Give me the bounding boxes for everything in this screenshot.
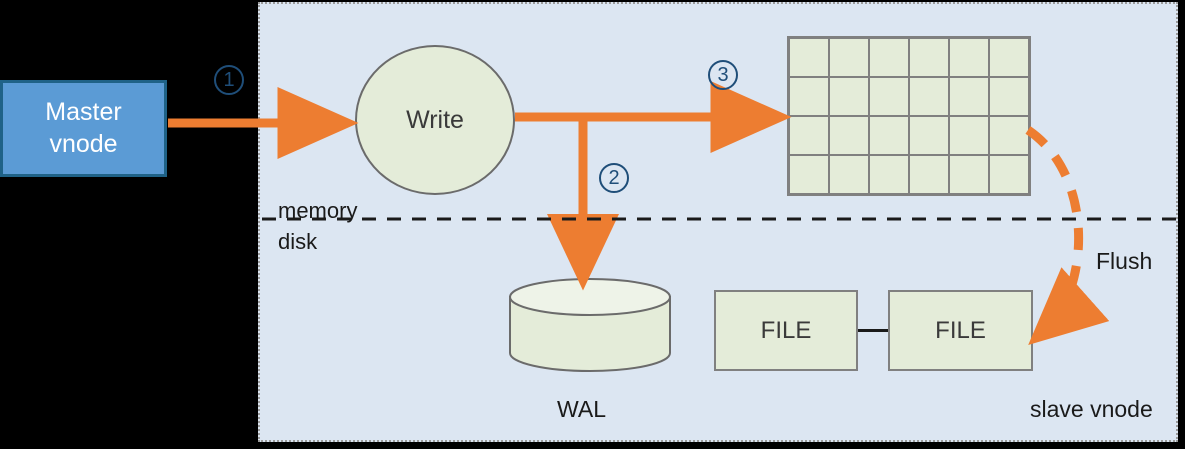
wal-cylinder-shape (509, 278, 671, 372)
step-badge-3: 3 (708, 60, 738, 90)
memtable-cell (910, 78, 948, 115)
memtable-cell (790, 117, 828, 154)
flush-label: Flush (1096, 248, 1153, 274)
memtable-cell (790, 39, 828, 76)
memtable-cell (990, 78, 1028, 115)
disk-label: disk (278, 229, 318, 254)
step-badge-1: 1 (214, 65, 244, 95)
step-badge-2: 2 (599, 163, 629, 193)
slave-vnode-label: slave vnode (1030, 396, 1153, 422)
memtable-cell (910, 39, 948, 76)
wal-label: WAL (557, 396, 606, 422)
file-link-connector (858, 329, 888, 332)
master-vnode-label-line2: vnode (49, 129, 118, 158)
memtable-cell (990, 39, 1028, 76)
write-node-label: Write (406, 105, 464, 134)
memtable-cell (870, 78, 908, 115)
memtable-grid (787, 36, 1031, 196)
write-node[interactable]: Write (355, 45, 515, 195)
memtable-cell (830, 156, 868, 193)
memtable-cell (950, 78, 988, 115)
memtable-cell (910, 156, 948, 193)
file-box-1-label: FILE (760, 316, 812, 344)
file-box-1[interactable]: FILE (714, 290, 858, 371)
memtable-cell (870, 156, 908, 193)
memory-label: memory (278, 198, 358, 223)
memtable-cell (790, 78, 828, 115)
master-vnode-box[interactable]: Master vnode (0, 80, 167, 177)
memtable-cell (950, 39, 988, 76)
memtable-cell (830, 78, 868, 115)
memtable-cell (870, 39, 908, 76)
master-vnode-label-line1: Master (45, 98, 122, 127)
memtable-cell (910, 117, 948, 154)
memtable-cell (990, 117, 1028, 154)
memtable-cell (990, 156, 1028, 193)
memtable-cell (790, 156, 828, 193)
memtable-cell (950, 156, 988, 193)
memtable-cell (830, 39, 868, 76)
file-box-2-label: FILE (935, 316, 986, 344)
memtable-cell (830, 117, 868, 154)
file-box-2[interactable]: FILE (888, 290, 1033, 371)
memtable-cell (870, 117, 908, 154)
memtable-cell (950, 117, 988, 154)
wal-cylinder[interactable] (508, 277, 672, 373)
